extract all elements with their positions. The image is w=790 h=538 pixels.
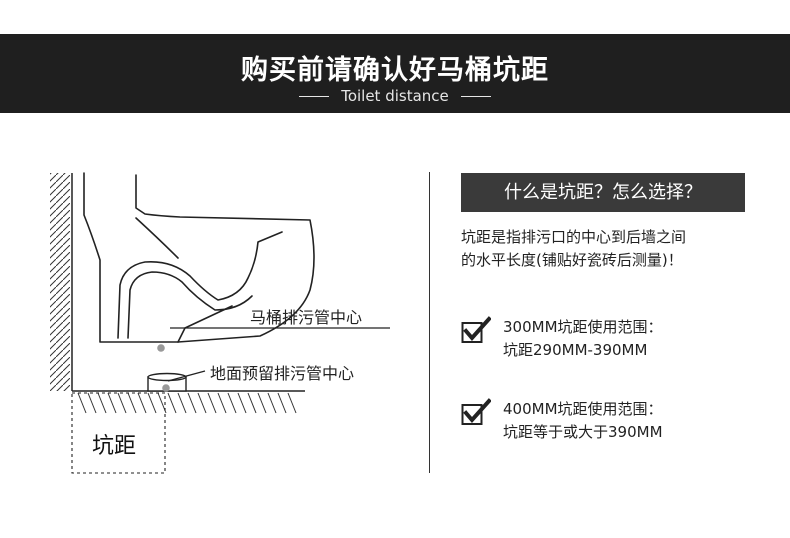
floor-drain-center-label: 地面预留排污管中心	[210, 364, 355, 383]
description-line-2: 的水平长度(铺贴好瓷砖后测量)！	[461, 251, 683, 269]
floor-drain-center-dot	[162, 384, 170, 392]
checkbox-checked-icon	[461, 398, 491, 425]
floor-hatch	[77, 392, 297, 414]
question-heading: 什么是坑距？怎么选择？	[461, 173, 745, 212]
floor-center-leader	[167, 370, 206, 382]
wall-hatch	[50, 173, 70, 391]
toilet-drain-center-label: 马桶排污管中心	[250, 308, 363, 327]
section-divider	[429, 172, 430, 473]
subtitle-text: Toilet distance	[341, 87, 449, 105]
checkbox-checked-icon	[461, 316, 491, 343]
description-line-1: 坑距是指排污口的中心到后墙之间	[461, 228, 687, 246]
header-banner: 购买前请确认好马桶坑距 Toilet distance	[0, 34, 790, 113]
distance-box	[71, 392, 166, 474]
toilet-drain-center-dot	[157, 344, 165, 352]
distance-label: 坑距	[92, 434, 137, 459]
page-subtitle: Toilet distance	[0, 87, 790, 105]
toilet-distance-diagram	[50, 172, 390, 474]
floor-drain-pipe	[147, 372, 187, 392]
description: 坑距是指排污口的中心到后墙之间 的水平长度(铺贴好瓷砖后测量)！	[461, 226, 771, 272]
option-range: 坑距290MM-390MM	[503, 341, 648, 359]
subtitle-right-line	[460, 96, 491, 97]
option-title: 300MM坑距使用范围：	[503, 318, 663, 336]
subtitle-left-line	[299, 96, 330, 97]
page-title: 购买前请确认好马桶坑距	[241, 55, 549, 86]
option-text: 300MM坑距使用范围： 坑距290MM-390MM	[503, 316, 663, 362]
toilet-outline	[83, 172, 315, 343]
option-text: 400MM坑距使用范围： 坑距等于或大于390MM	[503, 398, 663, 444]
option-range: 坑距等于或大于390MM	[503, 423, 663, 441]
option-title: 400MM坑距使用范围：	[503, 400, 663, 418]
